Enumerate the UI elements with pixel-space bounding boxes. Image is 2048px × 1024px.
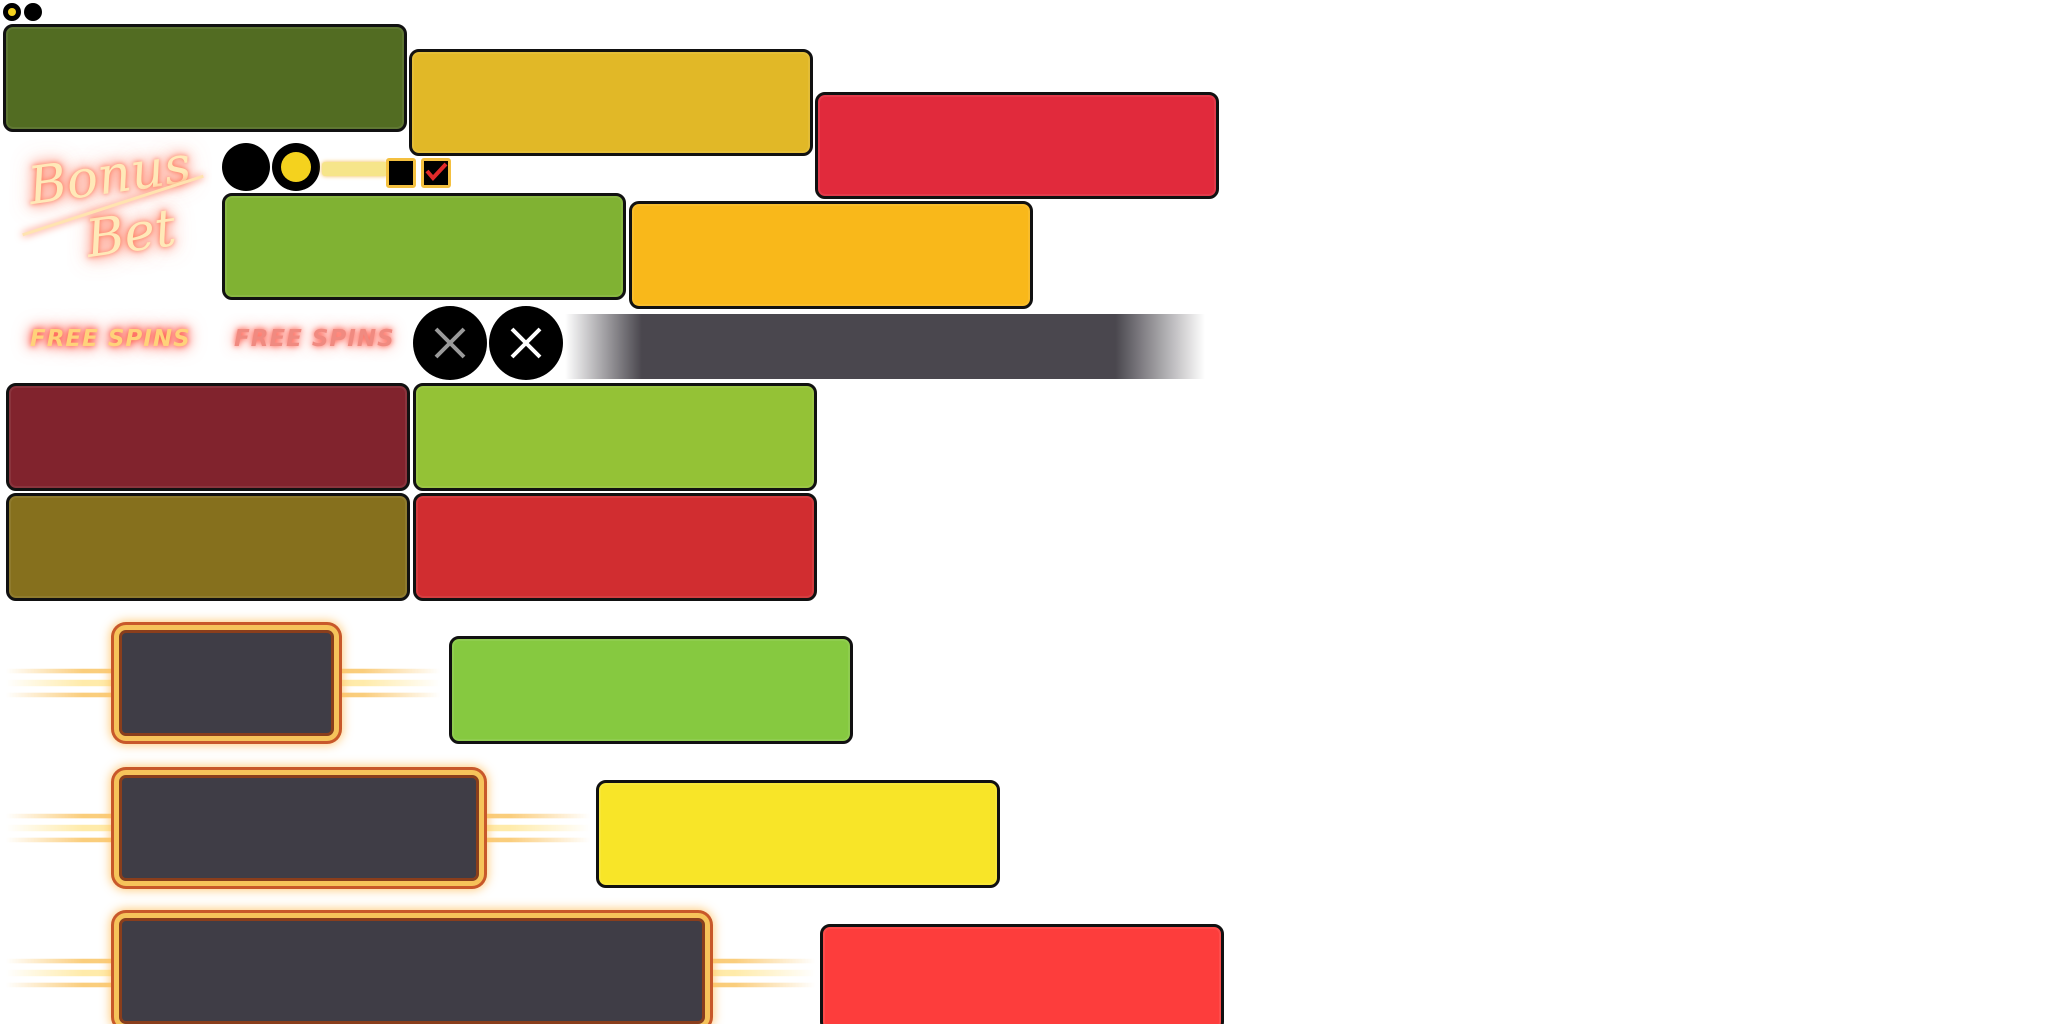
close-icon [510, 327, 542, 359]
radio-off-icon[interactable] [222, 143, 270, 191]
frame-streak-right [475, 805, 590, 851]
button-lime[interactable] [413, 383, 817, 491]
indicator-dot-active [3, 3, 21, 21]
indicator-dot [24, 3, 42, 21]
button-red[interactable] [815, 92, 1219, 199]
button-green-dark[interactable] [3, 24, 407, 132]
dark-bar [565, 314, 1205, 379]
close-button-white[interactable] [489, 306, 563, 380]
bonus-bet-logo: Bonus Bet [8, 135, 213, 290]
glow-frame-medium[interactable] [114, 770, 484, 886]
free-spins-label-alt: FREE SPINS [234, 326, 395, 352]
button-red-2[interactable] [413, 493, 817, 601]
button-maroon[interactable] [6, 383, 410, 491]
frame-streak-left [6, 660, 116, 706]
button-green-bright[interactable] [449, 636, 853, 744]
frame-streak-right [700, 950, 815, 996]
free-spins-label: FREE SPINS [30, 326, 191, 352]
checkbox-off-icon[interactable] [386, 158, 416, 188]
button-green[interactable] [222, 193, 626, 300]
glow-frame-large[interactable] [114, 913, 710, 1024]
button-mustard[interactable] [409, 49, 813, 156]
button-yellow[interactable] [596, 780, 1000, 888]
close-button-grey[interactable] [413, 306, 487, 380]
glow-frame-small[interactable] [114, 625, 339, 741]
button-olive[interactable] [6, 493, 410, 601]
button-orange[interactable] [629, 201, 1033, 309]
frame-streak-right [330, 660, 440, 706]
frame-streak-left [6, 950, 116, 996]
button-red-bright[interactable] [820, 924, 1224, 1024]
slider-track[interactable] [322, 162, 388, 176]
frame-streak-left [6, 805, 116, 851]
close-icon [434, 327, 466, 359]
checkbox-on-icon[interactable] [421, 158, 451, 188]
radio-on-icon[interactable] [272, 143, 320, 191]
